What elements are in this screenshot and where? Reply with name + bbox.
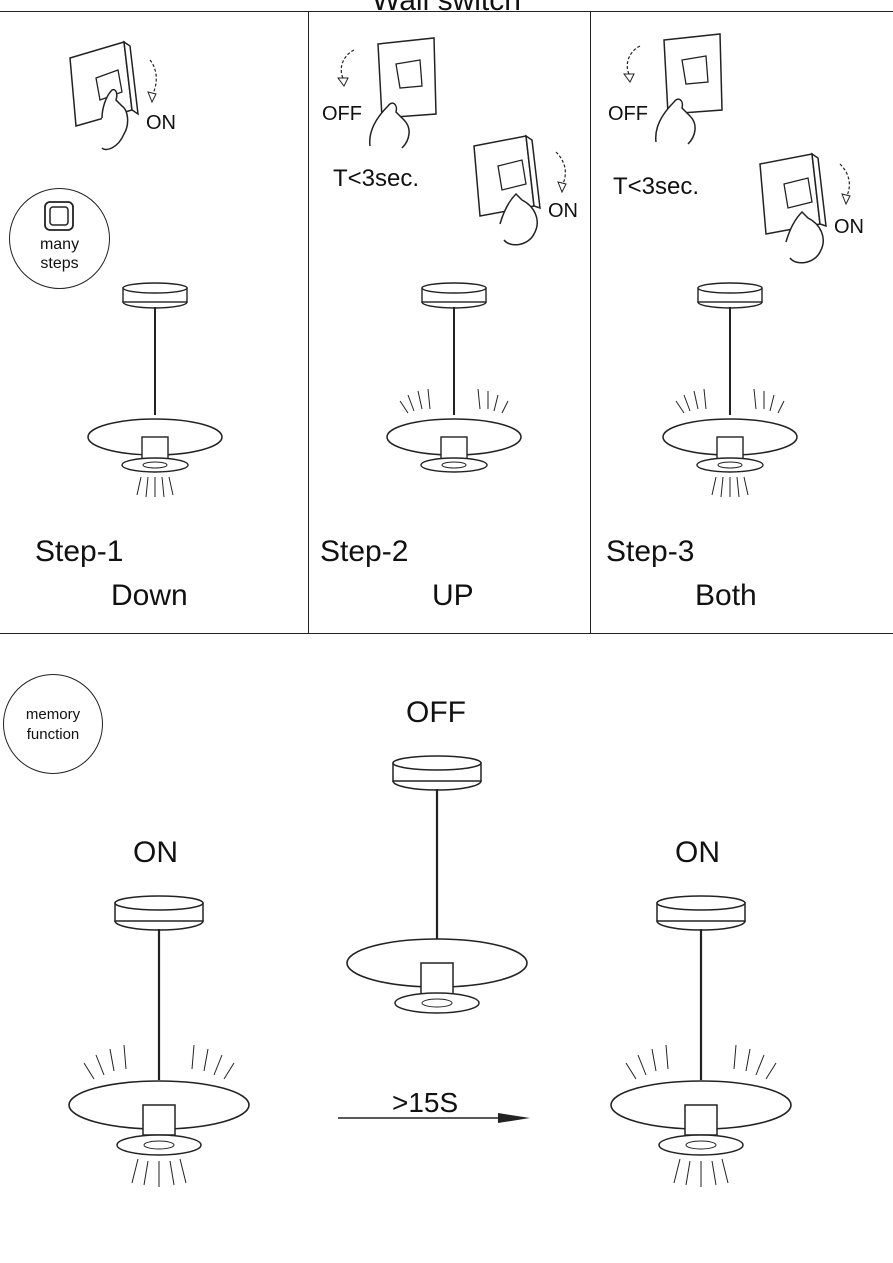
panel1-on-label: ON [146,112,176,134]
memory-on-left-label: ON [133,836,178,869]
panel2-on-label: ON [548,200,578,222]
panel3-timing-label: T<3sec. [613,173,700,200]
panel2-mode-label: UP [432,579,474,612]
wall-switch-icon [69,40,157,151]
pendant-lamp-on-icon [68,895,250,1187]
panel3-off-label: OFF [608,103,648,125]
panel-divider-2 [590,11,591,633]
panel-divider-1 [308,11,309,633]
off-switch-icon [623,33,723,145]
panel2-off-label: OFF [322,103,362,125]
diagram-title: Wall switch [372,0,521,17]
delay-label: >15S [392,1087,459,1118]
many-steps-text: many steps [39,236,80,272]
memory-on-right-label: ON [675,836,720,869]
pendant-lamp-on-icon [610,895,792,1187]
top-divider [0,11,893,12]
pendant-lamp-icon [87,282,223,498]
pendant-lamp-icon [386,282,522,473]
right-arrow-icon [338,1113,530,1123]
panel1-step-label: Step-1 [35,535,124,568]
panel2-timing-label: T<3sec. [333,165,420,192]
memory-off-label: OFF [406,696,466,729]
on-switch-icon [473,134,567,246]
panel3-mode-label: Both [695,579,757,612]
panel2-step-label: Step-2 [320,535,409,568]
panel3-step-label: Step-3 [606,535,695,568]
many-steps-badge: many steps [9,188,110,289]
on-switch-icon [759,152,851,264]
panel1-mode-label: Down [111,579,188,612]
pendant-lamp-off-icon [346,755,528,1014]
pendant-lamp-icon [662,282,798,498]
off-switch-icon [337,37,437,149]
middle-divider [0,633,893,634]
memory-function-text: memory function [25,706,81,743]
panel3-on-label: ON [834,216,864,238]
memory-function-badge: memory function [3,674,103,774]
square-button-icon [44,201,74,231]
